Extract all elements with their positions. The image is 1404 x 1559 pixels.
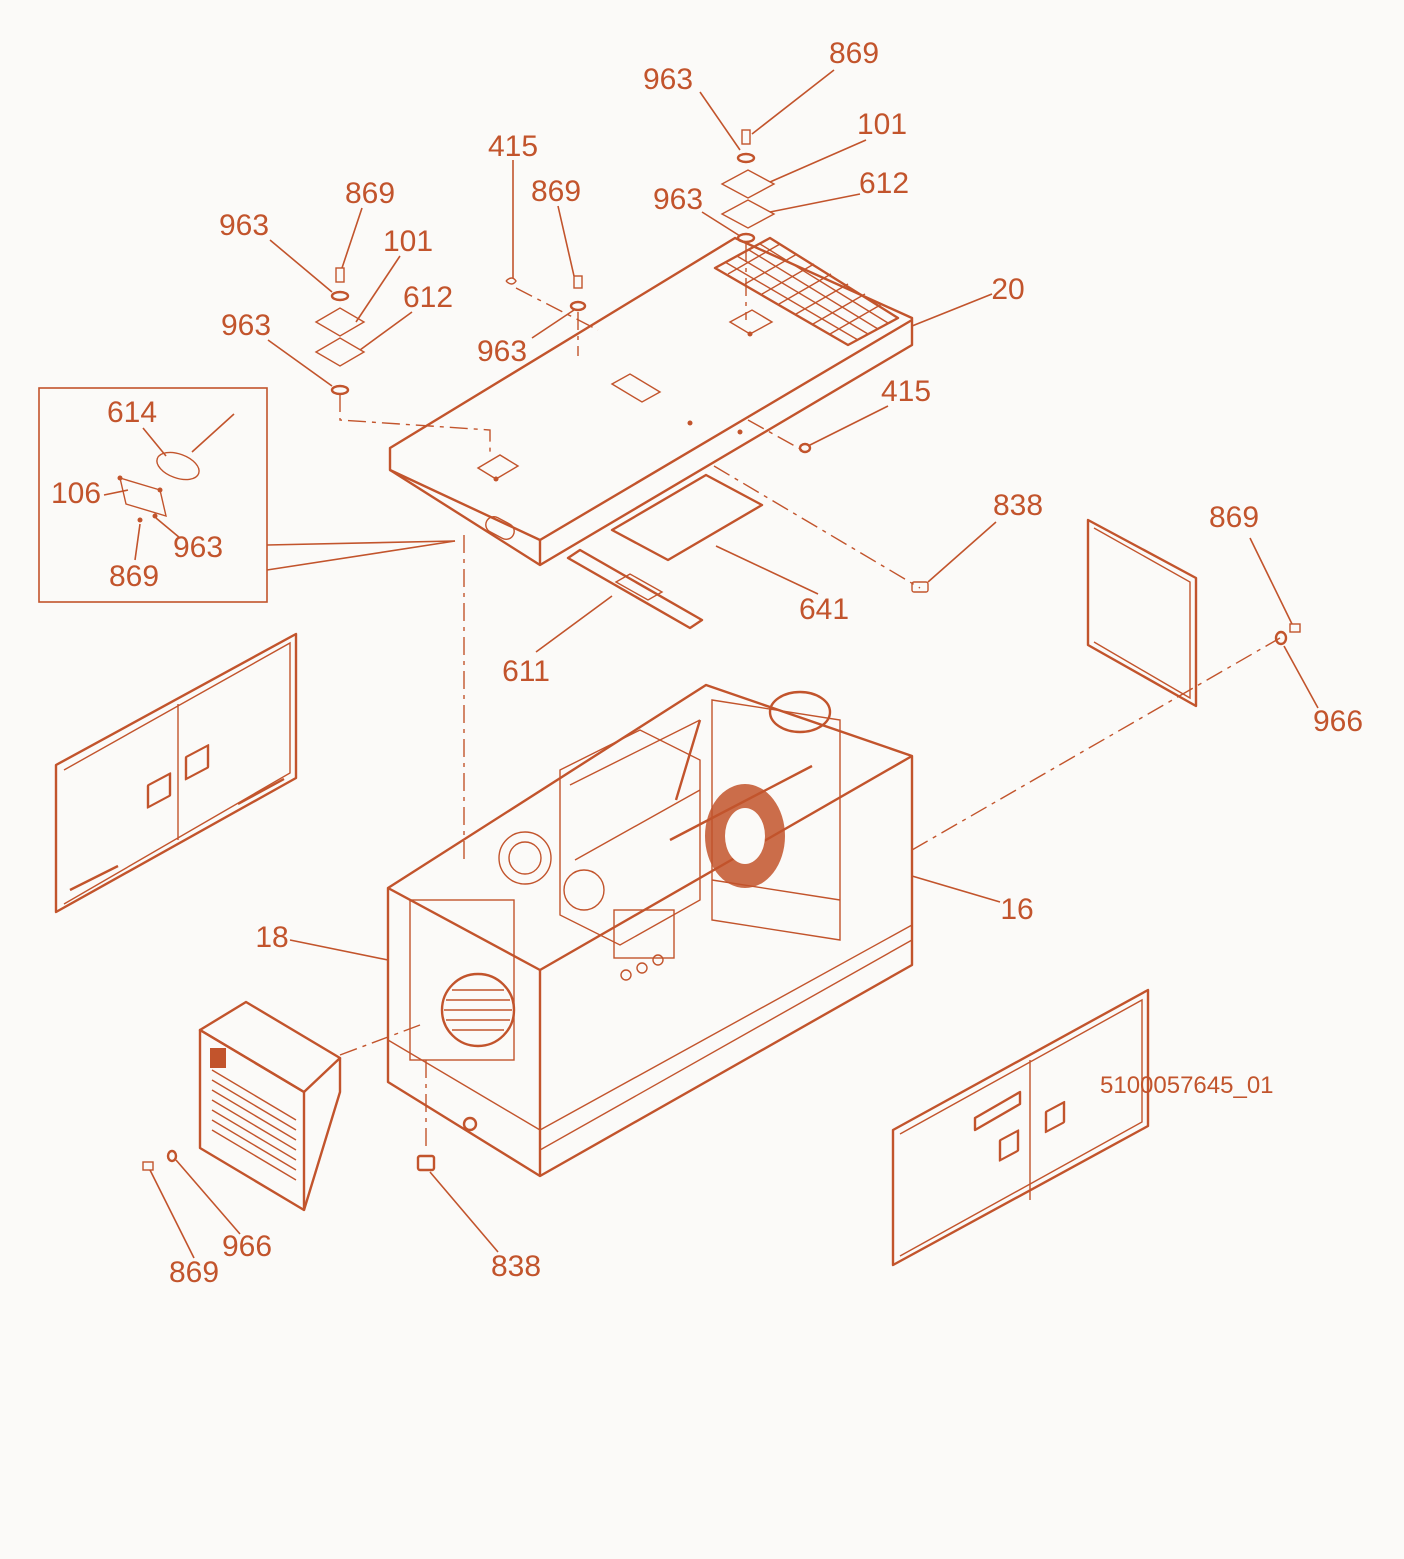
bolt-838-bottom [416,1060,436,1172]
callout-612: 612 [402,281,454,314]
detail-inset [38,387,456,603]
leader-lines [103,69,1319,1259]
hardware-stack-middle [505,275,587,312]
callout-869: 869 [530,175,582,208]
bracket-611 [566,548,704,630]
callout-611: 611 [502,655,550,688]
document-number: 5100057645_01 [1100,1072,1274,1099]
callout-106: 106 [50,477,102,510]
rear-panel-right [1086,518,1301,708]
callout-415: 415 [487,130,539,163]
callout-641: 641 [798,593,850,626]
callout-963: 963 [642,63,694,96]
callout-966: 966 [221,1230,273,1263]
bolt-838-top [911,581,929,593]
callout-614: 614 [106,396,158,429]
callout-838: 838 [992,489,1044,522]
callout-18: 18 [255,921,289,954]
callout-101: 101 [382,225,434,258]
rivet-415 [798,442,812,454]
hardware-stack-right [720,129,776,244]
callout-869: 869 [828,37,880,70]
callout-869: 869 [1208,501,1260,534]
callout-612: 612 [858,167,910,200]
callout-963: 963 [220,309,272,342]
callout-966: 966 [1312,705,1364,738]
callout-16: 16 [1000,893,1034,926]
callout-101: 101 [856,108,908,141]
air-grille-panel [142,1000,342,1212]
side-door-left [54,632,298,914]
callout-963: 963 [218,209,270,242]
callout-963: 963 [172,531,224,564]
callout-963: 963 [476,335,528,368]
front-doors-right [891,988,1150,1267]
roof-panel [388,236,914,567]
callout-869: 869 [108,560,160,593]
insulation-641 [610,473,764,562]
callout-20: 20 [991,273,1025,306]
callout-869: 869 [344,177,396,210]
hardware-stack-left [314,267,366,396]
callout-869: 869 [168,1256,220,1289]
callout-415: 415 [880,375,932,408]
hardware-guides [339,244,1281,1056]
callout-963: 963 [652,183,704,216]
main-frame [386,683,914,1178]
callout-838: 838 [490,1250,542,1283]
